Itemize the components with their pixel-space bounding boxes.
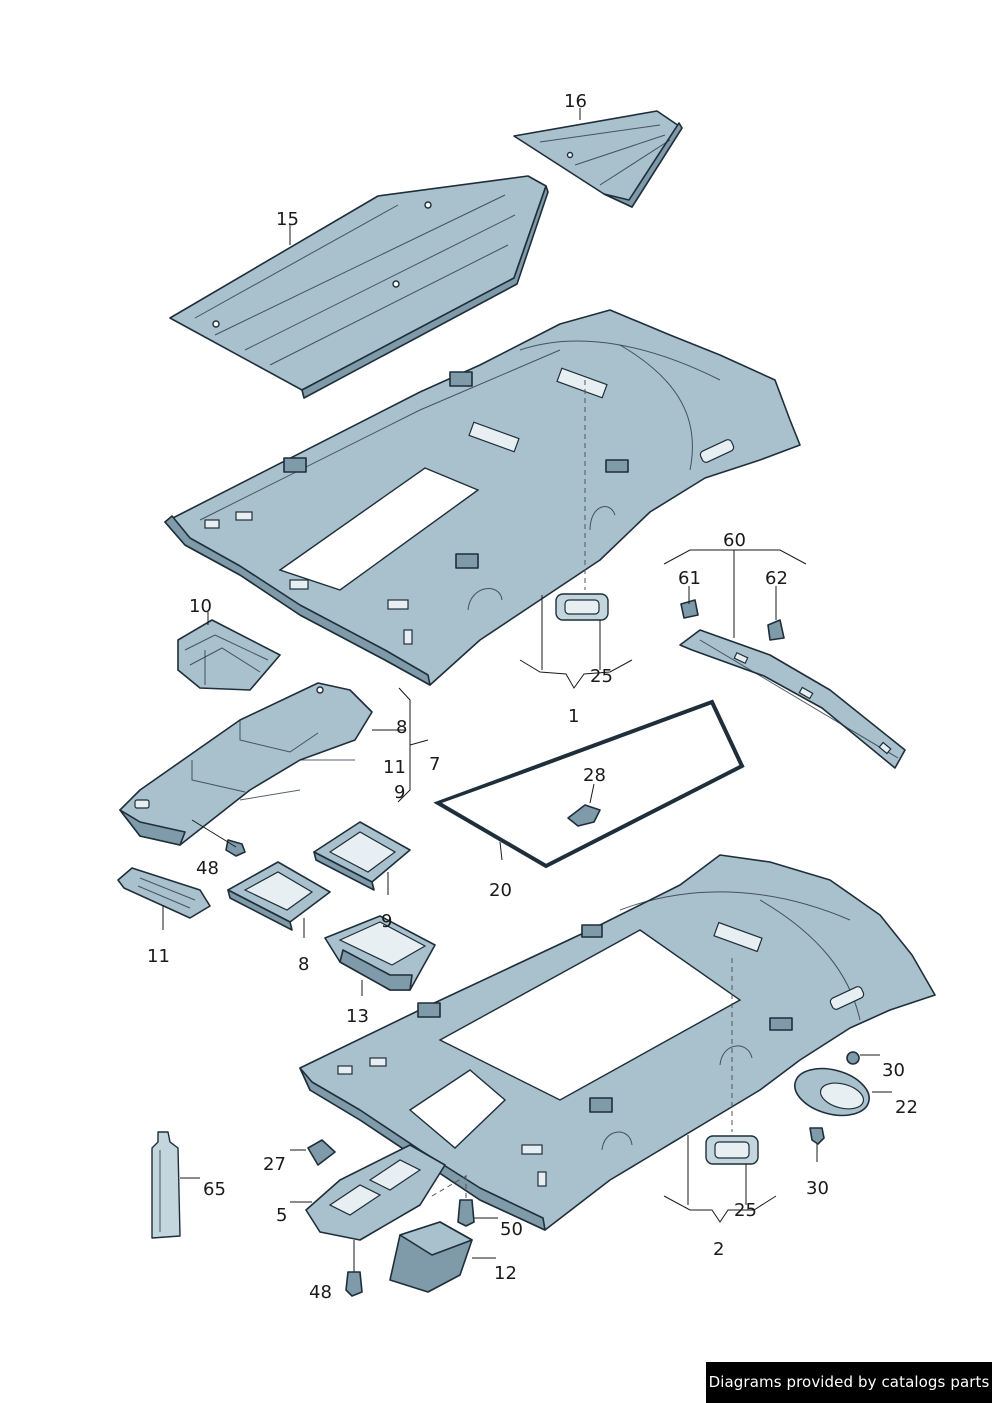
tube-65	[151, 1131, 200, 1239]
console-assembly-7	[119, 682, 373, 846]
callout-50: 50	[500, 1219, 523, 1240]
bracket-10	[177, 619, 281, 691]
light-22	[794, 1067, 870, 1117]
housing-12	[389, 1221, 496, 1293]
callout-61: 61	[678, 568, 701, 589]
leader-lines	[162, 108, 892, 1223]
callout-5: 5	[276, 1205, 287, 1226]
callout-22: 22	[895, 1097, 918, 1118]
headliner-lower	[299, 854, 936, 1231]
clip-61	[680, 599, 699, 619]
callout-20: 20	[489, 880, 512, 901]
cover-11	[117, 867, 211, 919]
callout-10: 10	[189, 596, 212, 617]
callout-7: 7	[429, 754, 440, 775]
watermark-banner: Diagrams provided by catalogs parts	[706, 1362, 992, 1403]
callout-62: 62	[765, 568, 788, 589]
callout-16: 16	[564, 91, 587, 112]
console-5	[290, 1144, 446, 1241]
callout-13: 13	[346, 1006, 369, 1027]
headliner-upper	[164, 309, 801, 686]
box-13	[324, 915, 436, 991]
clip-30-upper	[846, 1051, 880, 1065]
callout-48-upper: 48	[196, 858, 219, 879]
rail-60	[679, 629, 906, 769]
clip-28	[567, 783, 601, 827]
callout-25-lower: 25	[734, 1200, 757, 1221]
callout-11-lower: 11	[147, 946, 170, 967]
callout-65: 65	[203, 1179, 226, 1200]
callout-27: 27	[263, 1154, 286, 1175]
clip-30-lower	[809, 1127, 825, 1162]
callout-15: 15	[276, 209, 299, 230]
seal-frame-20	[433, 699, 745, 869]
panel-16	[513, 110, 683, 208]
clip-62	[767, 619, 785, 641]
callout-9-upper: 9	[394, 782, 405, 803]
callout-30-lower: 30	[806, 1178, 829, 1199]
callout-1: 1	[568, 706, 579, 727]
callout-8-upper: 8	[396, 717, 407, 738]
callout-8-lower: 8	[298, 954, 309, 975]
clip-27	[290, 1139, 336, 1166]
callout-30-upper: 30	[882, 1060, 905, 1081]
callout-25-upper: 25	[590, 666, 613, 687]
screw-50	[457, 1175, 498, 1227]
callout-12: 12	[494, 1263, 517, 1284]
screw-48-lower	[345, 1240, 363, 1297]
callout-28: 28	[583, 765, 606, 786]
callout-48-lower: 48	[309, 1282, 332, 1303]
callout-2: 2	[713, 1239, 724, 1260]
callout-9-lower: 9	[381, 911, 392, 932]
tray-8	[227, 861, 331, 931]
tray-9	[313, 821, 411, 891]
screw-48-upper	[191, 819, 246, 857]
callout-11-upper: 11	[383, 757, 406, 778]
callout-60: 60	[723, 530, 746, 551]
insulation-mat-15	[169, 175, 549, 399]
